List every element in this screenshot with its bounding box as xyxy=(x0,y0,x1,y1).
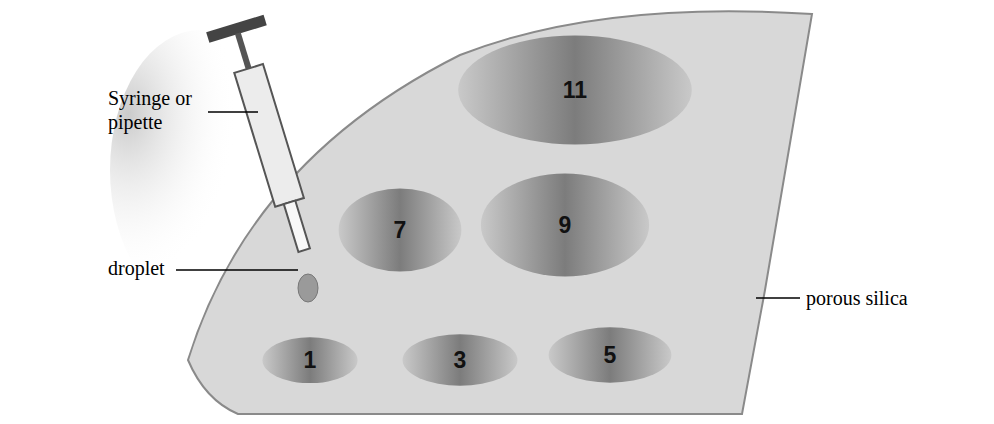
well-fill xyxy=(481,174,649,277)
well-ellipse: 7 xyxy=(338,188,462,272)
well-fill xyxy=(339,188,462,271)
part-label: Syringe or pipette xyxy=(108,86,208,134)
well-fill xyxy=(549,327,672,382)
well-fill xyxy=(458,36,692,145)
well-number: 3 xyxy=(454,347,467,374)
well-fill xyxy=(403,334,518,385)
part-label: porous silica xyxy=(806,286,908,310)
well-ellipse: 3 xyxy=(402,334,518,386)
well-number: 9 xyxy=(559,212,572,239)
well-ellipse: 1 xyxy=(262,337,358,384)
well-ellipse: 9 xyxy=(480,173,650,277)
well-fill xyxy=(262,337,357,383)
well-ellipse: 5 xyxy=(548,327,672,383)
well-ellipse: 11 xyxy=(457,35,693,145)
syringe-barrel xyxy=(234,64,304,207)
well-number: 1 xyxy=(304,347,317,374)
syringe xyxy=(206,15,333,259)
part-label: droplet xyxy=(108,256,165,280)
well-number: 11 xyxy=(563,77,587,104)
leader-line xyxy=(176,269,298,271)
leader-line xyxy=(208,111,258,113)
porous-silica-wafer xyxy=(188,11,812,414)
syringe-tip xyxy=(284,201,310,252)
well-number: 7 xyxy=(394,217,407,244)
leader-line xyxy=(756,297,800,299)
plunger-rod xyxy=(235,32,252,72)
droplet xyxy=(298,274,318,302)
well-number: 5 xyxy=(604,342,617,369)
